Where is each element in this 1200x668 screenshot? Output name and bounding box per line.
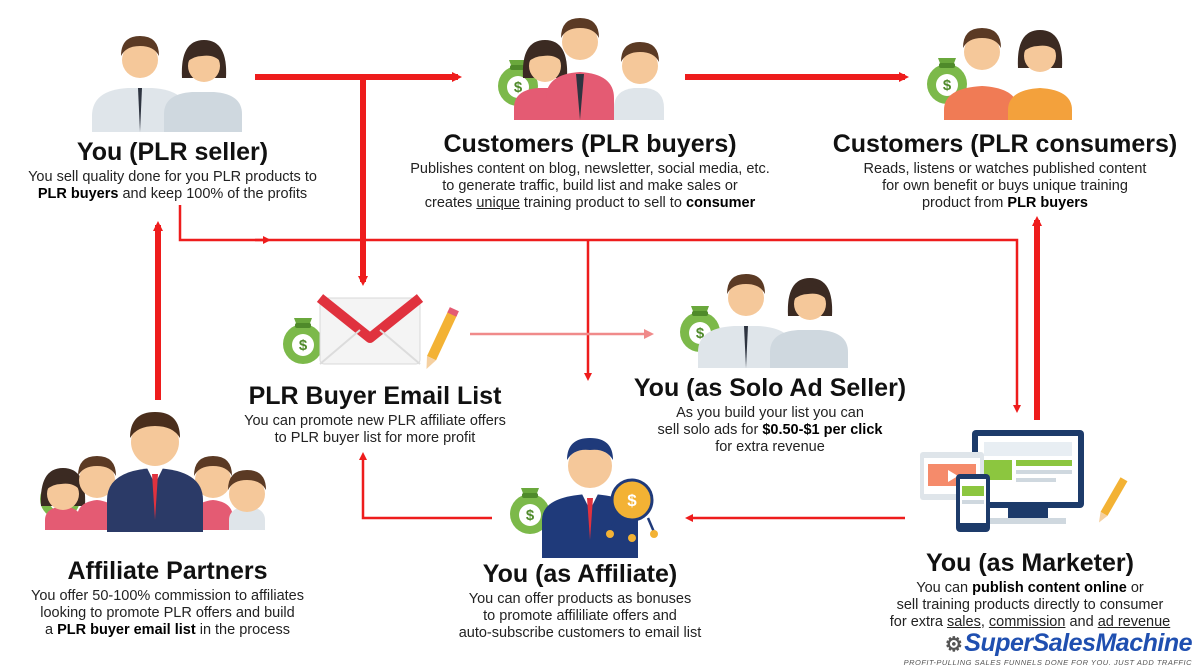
description-line: to generate traffic, build list and make…	[442, 178, 738, 194]
description-line: sell training products directly to consu…	[896, 597, 1164, 613]
brand-name: ⚙SuperSalesMachine	[944, 629, 1193, 657]
description-line: auto-subscribe customers to email list	[458, 625, 702, 641]
description-line: for extra sales, commission and ad reven…	[889, 614, 1171, 630]
svg-text:$: $	[627, 491, 637, 510]
description-line: a PLR buyer email list in the process	[44, 622, 290, 638]
node-description: You sell quality done for you PLR produc…	[0, 169, 345, 203]
business-people-money-bag-icon	[680, 274, 848, 368]
affiliate-businessman-icon: $	[510, 438, 658, 558]
node-plr-consumers: Customers (PLR consumers) Reads, listens…	[815, 130, 1195, 212]
couple-money-bag-icon	[927, 28, 1072, 120]
node-email-list: PLR Buyer Email List You can promote new…	[215, 382, 535, 447]
node-description: You can promote new PLR affiliate offers…	[215, 413, 535, 447]
node-plr-buyers: Customers (PLR buyers) Publishes content…	[380, 130, 800, 212]
description-line: You can promote new PLR affiliate offers	[244, 413, 506, 429]
node-title: You (as Solo Ad Seller)	[633, 374, 907, 402]
node-title: Affiliate Partners	[67, 557, 268, 585]
node-title: Customers (PLR consumers)	[832, 130, 1178, 158]
node-affiliate-partners: Affiliate Partners You offer 50-100% com…	[0, 557, 335, 639]
business-people-icon	[92, 36, 242, 132]
description-line: PLR buyers and keep 100% of the profits	[37, 186, 308, 202]
arrow-seller-to-marketer	[178, 205, 1021, 413]
arrow-affiliate-to-email-list	[359, 452, 492, 520]
description-line: for own benefit or buys unique training	[882, 178, 1128, 194]
description-line: Publishes content on blog, newsletter, s…	[410, 161, 770, 177]
node-description: You offer 50-100% commission to affiliat…	[0, 588, 335, 639]
node-plr-seller: You (PLR seller) You sell quality done f…	[0, 138, 345, 203]
devices-content-icon	[920, 430, 1128, 532]
node-description: Reads, listens or watches published cont…	[815, 161, 1195, 212]
node-title: You (as Affiliate)	[482, 560, 678, 588]
node-title: You (PLR seller)	[76, 138, 269, 166]
description-line: product from PLR buyers	[921, 195, 1088, 211]
email-envelope-icon	[283, 294, 459, 370]
node-title: PLR Buyer Email List	[248, 382, 502, 410]
description-line: You can publish content online or	[916, 580, 1144, 596]
node-title: Customers (PLR buyers)	[443, 130, 737, 158]
description-line: to promote affililiate offers and	[483, 608, 677, 624]
description-line: for extra revenue	[715, 439, 825, 455]
description-line: looking to promote PLR offers and build	[40, 605, 295, 621]
customers-money-bag-icon	[498, 18, 664, 120]
description-line: As you build your list you can	[676, 405, 864, 421]
description-line: Reads, listens or watches published cont…	[863, 161, 1147, 177]
description-line: sell solo ads for $0.50-$1 per click	[657, 422, 883, 438]
node-affiliate: You (as Affiliate) You can offer product…	[420, 560, 740, 642]
node-description: Publishes content on blog, newsletter, s…	[380, 161, 800, 212]
description-line: You can offer products as bonuses	[468, 591, 692, 607]
brand-tagline: PROFIT-PULLING SALES FUNNELS DONE FOR YO…	[903, 658, 1192, 667]
node-solo-ad-seller: You (as Solo Ad Seller) As you build you…	[620, 374, 920, 456]
node-marketer: You (as Marketer) You can publish conten…	[860, 549, 1200, 631]
description-line: You sell quality done for you PLR produc…	[28, 169, 317, 185]
description-line: creates unique training product to sell …	[424, 195, 756, 211]
team-leader-icon	[40, 412, 266, 532]
description-line: You offer 50-100% commission to affiliat…	[31, 588, 304, 604]
gear-icon: ⚙	[944, 634, 963, 656]
description-line: to PLR buyer list for more profit	[274, 430, 476, 446]
arrows	[153, 72, 1042, 522]
node-title: You (as Marketer)	[926, 549, 1134, 577]
brand-logo: ⚙SuperSalesMachine PROFIT-PULLING SALES …	[903, 629, 1193, 667]
